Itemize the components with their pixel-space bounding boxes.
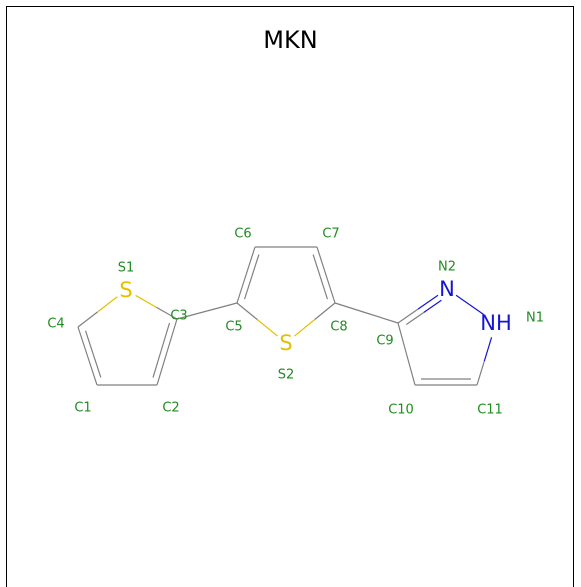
atom-label-c10: C10 [388, 403, 414, 418]
page-title: MKN [263, 26, 318, 54]
bond-s1-c4-line [97, 296, 118, 313]
bond-c7-c8 [312, 246, 336, 304]
atom-symbol-s2: S [279, 331, 292, 355]
bond-c5-c6-inner-line [243, 276, 253, 300]
atom-label-n1: N1 [526, 311, 544, 326]
bond-c9-n2 [397, 294, 442, 326]
bond-s2-c5 [236, 302, 278, 337]
atom-label-c7: C7 [322, 227, 339, 242]
atom-label-c1: C1 [74, 401, 91, 416]
bond-s1-c3 [135, 294, 178, 320]
bond-s1-c3-line [155, 306, 178, 320]
bond-n2-n1-line [455, 294, 471, 306]
bond-c2-c3-line [156, 351, 168, 386]
atom-label-c4: C4 [47, 317, 64, 332]
atom-label-c11: C11 [477, 403, 503, 418]
diagram-frame [6, 6, 574, 587]
bond-c10-c9-line [405, 353, 416, 386]
bond-c9-n2-line [397, 308, 419, 324]
bond-c3-c5-line [206, 302, 238, 312]
bond-c10-c9 [397, 322, 416, 386]
bond-c4-c1-inner-line [84, 330, 94, 355]
bond-c9-n2-inner-line [423, 299, 442, 313]
atom-symbol-n1: NH [480, 311, 512, 335]
bond-c5-c6 [236, 246, 260, 304]
bond-c7-c8-line [325, 274, 336, 304]
bond-n2-n1-line [469, 304, 485, 315]
bond-c9-n2-inner-line [406, 311, 425, 326]
bond-c4-c1-inner-line [92, 353, 102, 378]
bond-c8-c9-line [334, 302, 367, 314]
bond-c3-c5 [176, 302, 238, 320]
bond-c5-c6-line [236, 274, 247, 304]
atom-label-s1: S1 [118, 261, 135, 276]
bond-c2-c3-inner-line [160, 322, 171, 351]
bond-c3-c5-line [176, 310, 208, 320]
bond-c8-s2-line [294, 319, 316, 337]
bond-c7-c8-inner-line [319, 276, 329, 300]
atom-label-c2: C2 [162, 401, 179, 416]
atom-symbol-s1: S [119, 278, 132, 302]
bond-c10-c9-line [397, 322, 408, 355]
bond-s1-c4-line [77, 311, 99, 328]
atom-label-c5: C5 [225, 320, 242, 335]
bond-s1-c4 [77, 296, 118, 328]
bond-c9-n2-line [417, 294, 439, 310]
bond-c4-c1 [77, 326, 102, 386]
atom-label-n2: N2 [438, 260, 456, 275]
bond-n2-n1 [455, 294, 485, 315]
bond-c7-c8-line [316, 246, 327, 276]
bonds-layer [77, 246, 493, 386]
bond-c8-s2 [294, 302, 336, 337]
bond-c11-c10 [415, 378, 477, 386]
bond-n1-c11-line [476, 360, 485, 386]
atom-symbol-n2: N [439, 277, 455, 301]
bond-s2-c5-line [236, 302, 258, 320]
bond-c7-c8-inner-line [312, 254, 321, 278]
atom-label-c3: C3 [170, 309, 187, 324]
bond-c5-c6-line [245, 246, 256, 276]
atom-label-c8: C8 [330, 320, 347, 335]
bond-c4-c1-line [86, 355, 98, 386]
bond-c4-c1-line [77, 326, 89, 357]
atom-label-s2: S2 [278, 368, 295, 383]
bond-s1-c3-line [135, 294, 157, 308]
atom-label-c9: C9 [376, 334, 393, 349]
bond-n1-c11-line [483, 337, 493, 362]
bond-n1-c11 [476, 337, 493, 386]
bond-c8-s2-line [314, 302, 336, 320]
atom-label-c6: C6 [234, 227, 251, 242]
bond-c8-c9-line [366, 312, 399, 324]
bond-c5-c6-inner-line [251, 254, 260, 278]
bond-c2-c3-line [166, 318, 178, 353]
bond-c2-c3 [152, 318, 178, 386]
bond-c8-c9 [334, 302, 399, 324]
bond-c2-c3-inner-line [152, 350, 162, 378]
bond-s2-c5-line [256, 319, 278, 337]
